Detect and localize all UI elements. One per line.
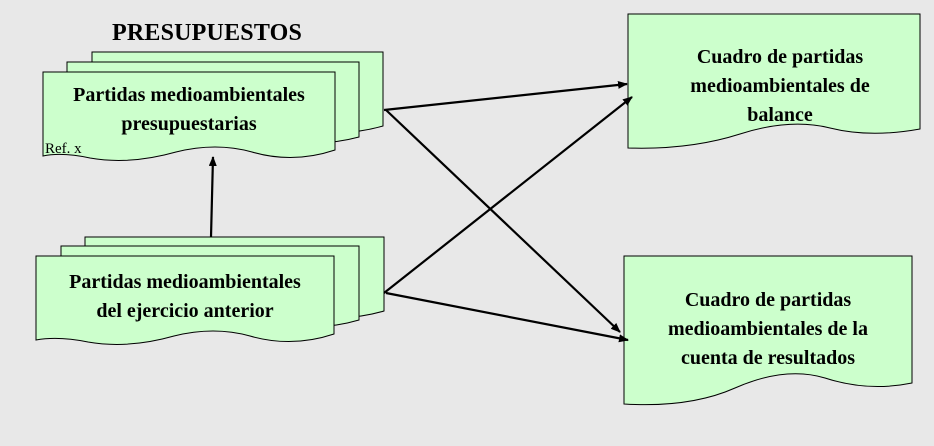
previous-year-line-2: del ejercicio anterior (96, 300, 274, 322)
arrow-budget-to-balance (383, 80, 628, 112)
results-table-label: Cuadro de partidas medioambientales de l… (624, 286, 912, 373)
arrow-previous-to-balance (383, 96, 633, 294)
budget-items-line-2: presupuestarias (121, 113, 257, 135)
balance-table-label: Cuadro de partidas medioambientales de b… (634, 43, 926, 130)
previous-stack-front (35, 255, 335, 345)
previous-year-line-1: Partidas medioambientales (69, 271, 301, 293)
budget-items-label: Partidas medioambientales presupuestaria… (43, 81, 335, 139)
budget-stack-front (42, 71, 336, 161)
results-table-document (623, 255, 913, 406)
budget-items-document-stack (42, 51, 384, 161)
arrow-previous-to-budget (208, 156, 217, 238)
balance-table-line-2: medioambientales de (690, 75, 870, 97)
budget-items-line-1: Partidas medioambientales (73, 84, 305, 106)
balance-table-line-3: balance (747, 104, 813, 126)
arrow-budget-to-results (385, 109, 621, 333)
previous-year-label: Partidas medioambientales del ejercicio … (36, 268, 334, 326)
budgets-title: PRESUPUESTOS (112, 20, 303, 46)
results-table-line-1: Cuadro de partidas (684, 289, 852, 311)
results-table-line-2: medioambientales de la (668, 318, 868, 340)
reference-label: Ref. x (45, 141, 82, 157)
flow-arrows (208, 80, 633, 343)
arrow-previous-to-results (385, 291, 629, 343)
previous-year-document-stack (35, 236, 385, 345)
results-table-line-3: cuenta de resultados (680, 347, 856, 369)
balance-table-line-1: Cuadro de partidas (696, 46, 864, 68)
balance-table-document (627, 13, 921, 149)
